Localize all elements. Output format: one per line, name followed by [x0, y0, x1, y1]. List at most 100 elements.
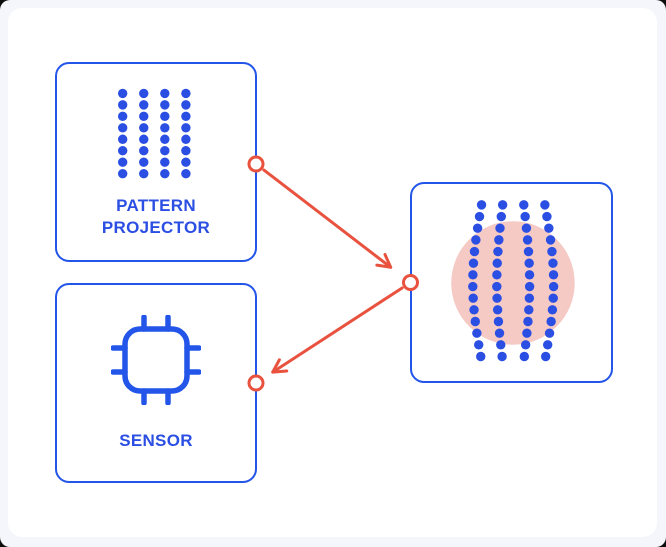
pattern-dot: [117, 88, 128, 99]
pattern-dot: [117, 157, 128, 167]
pattern-dot: [520, 340, 531, 350]
pattern-dot: [139, 88, 149, 99]
pattern-projector-label-text: PATTERN PROJECTOR: [101, 196, 211, 237]
pattern-dot: [524, 258, 534, 268]
pattern-dot: [497, 200, 508, 210]
pattern-dot: [548, 281, 559, 292]
pattern-dot: [492, 305, 503, 315]
pattern-dot: [469, 305, 479, 315]
pattern-dot: [474, 340, 484, 350]
pattern-dot: [468, 293, 478, 303]
pattern-dot: [117, 111, 128, 122]
pattern-dot: [160, 157, 170, 167]
pattern-dot: [181, 123, 191, 133]
pattern-dot: [472, 328, 482, 338]
pattern-dot: [117, 123, 128, 133]
pattern-dot: [548, 270, 559, 280]
pattern-dot: [181, 134, 191, 144]
pattern-dot: [470, 316, 480, 327]
distorted-dot-pattern-icon: [451, 200, 575, 362]
pattern-dot: [139, 123, 149, 133]
pattern-dot: [522, 235, 533, 245]
pattern-dot: [139, 111, 149, 122]
pattern-dot: [117, 100, 128, 110]
pattern-dot: [540, 200, 550, 210]
pattern-dot: [547, 305, 558, 315]
pattern-dot: [547, 246, 557, 257]
pattern-dot: [522, 328, 532, 338]
pattern-dot: [160, 134, 170, 144]
pattern-dot: [548, 293, 558, 303]
pattern-dot: [520, 211, 530, 222]
pattern-dot: [544, 328, 555, 338]
pattern-dot: [496, 340, 506, 350]
pattern-dot: [519, 200, 529, 210]
pattern-dot: [181, 111, 191, 122]
node-pattern-projector: PATTERN PROJECTOR: [55, 62, 257, 262]
pattern-dot: [139, 100, 149, 110]
pattern-dot: [181, 146, 191, 156]
pattern-dot: [523, 246, 534, 257]
pattern-dot: [546, 316, 556, 327]
pattern-dot: [139, 134, 149, 144]
pattern-dot: [545, 235, 556, 245]
pattern-dot: [181, 157, 191, 167]
pattern-dot: [524, 293, 535, 303]
dot-matrix-icon: [117, 88, 191, 179]
pattern-dot: [548, 258, 558, 268]
pattern-dot: [542, 340, 553, 350]
pattern-dot: [139, 168, 149, 179]
pattern-dot: [540, 351, 551, 362]
pattern-dot: [472, 223, 483, 233]
pattern-dot: [160, 111, 170, 122]
pattern-dot: [160, 168, 170, 179]
sensor-label: SENSOR: [57, 430, 255, 452]
pattern-dot: [496, 211, 506, 222]
pattern-dot: [160, 123, 170, 133]
chip-pins: [111, 315, 201, 405]
pattern-dot: [524, 281, 535, 292]
pattern-dot: [468, 270, 478, 280]
pattern-dot: [492, 270, 502, 280]
pattern-dot: [160, 88, 170, 99]
pattern-dot: [544, 223, 554, 233]
pattern-dot: [497, 351, 507, 362]
pattern-dot: [495, 223, 505, 233]
pattern-dot: [181, 100, 191, 110]
pattern-dot: [476, 200, 487, 210]
chip-body: [122, 326, 190, 394]
pattern-dot: [181, 88, 191, 99]
pattern-projector-label: PATTERN PROJECTOR: [57, 195, 255, 239]
pattern-dot: [494, 235, 504, 245]
pattern-dot: [160, 146, 170, 156]
pattern-dot: [474, 211, 485, 222]
pattern-dot: [160, 100, 170, 110]
pattern-dot: [139, 146, 149, 156]
pattern-dot: [524, 270, 535, 280]
pattern-dot: [476, 351, 486, 362]
pattern-dot: [117, 146, 128, 156]
object-blob: [451, 221, 575, 345]
node-sensor: SENSOR: [55, 283, 257, 483]
pattern-dot: [468, 258, 479, 268]
pattern-dot: [181, 168, 191, 179]
pattern-dot: [492, 293, 502, 303]
pattern-dot: [494, 328, 505, 338]
pattern-dot: [492, 258, 502, 268]
pattern-dot: [519, 351, 530, 362]
sensor-label-text: SENSOR: [119, 431, 193, 450]
pattern-dot: [117, 168, 128, 179]
pattern-dot: [493, 316, 504, 327]
pattern-dot: [521, 223, 532, 233]
chip-icon: [111, 315, 201, 405]
pattern-dot: [117, 134, 128, 144]
pattern-dot: [542, 211, 552, 222]
pattern-dot: [139, 157, 149, 167]
pattern-dot: [468, 281, 478, 292]
pattern-dot: [471, 235, 481, 245]
pattern-dot: [493, 246, 503, 257]
pattern-dot: [524, 305, 534, 315]
pattern-dot: [492, 281, 502, 292]
node-scanned-object: [410, 182, 613, 383]
pattern-dot: [469, 246, 480, 257]
